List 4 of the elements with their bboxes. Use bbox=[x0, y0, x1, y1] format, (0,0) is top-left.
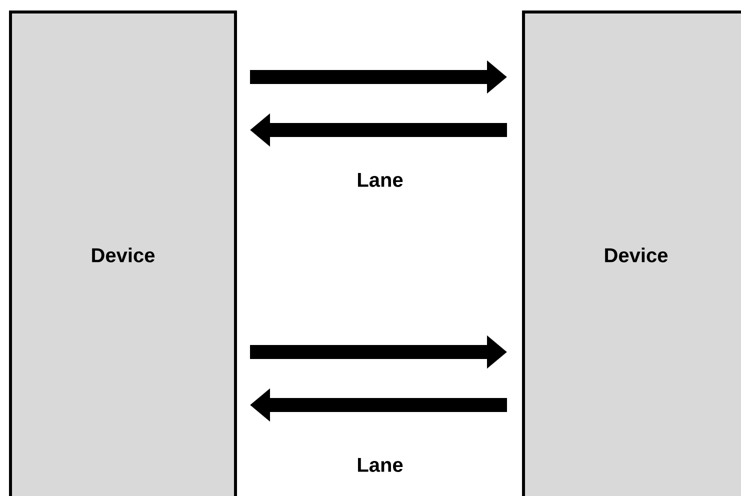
lane-label: Lane bbox=[358, 173, 403, 187]
lane-label: Lane bbox=[358, 458, 403, 472]
device-box: Device bbox=[9, 10, 237, 496]
device-box: Device bbox=[522, 10, 741, 496]
